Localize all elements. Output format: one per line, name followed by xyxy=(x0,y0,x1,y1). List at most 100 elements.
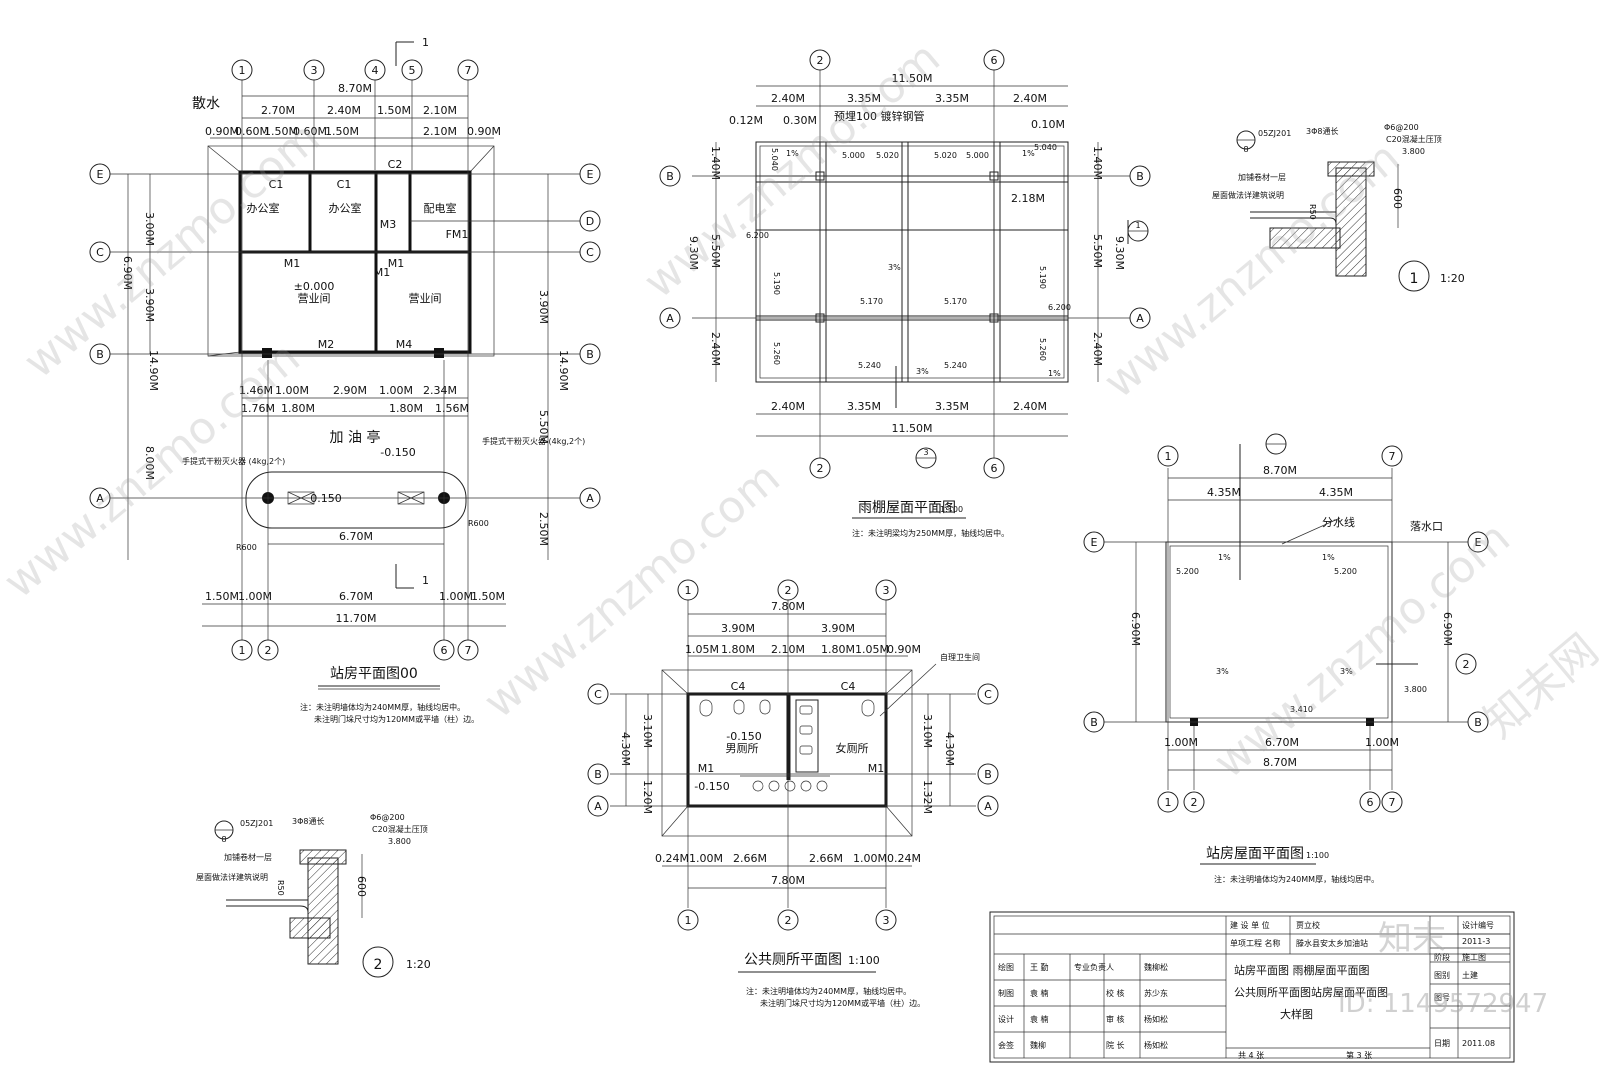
dim-label: 1.80M xyxy=(721,643,755,656)
tb-role: 专业负责人 xyxy=(1074,962,1114,972)
dim-label: 6.90M xyxy=(121,256,134,290)
dim-label: 6.70M xyxy=(339,530,373,543)
dim-label: 6.90M xyxy=(1441,612,1454,646)
dim-label: 9.30M xyxy=(1113,236,1126,270)
level-mark: 5.020 xyxy=(934,151,957,160)
radius-label: R50 xyxy=(1308,204,1317,220)
concrete-label: C20混凝土压顶 xyxy=(372,824,428,834)
grid-bubble: B xyxy=(96,348,104,361)
dim-label: 1.40M xyxy=(709,146,722,180)
drawing-note: 未注明门垛尺寸均为120MM或平墙（柱）边。 xyxy=(760,998,925,1008)
dim-label: 0.90M xyxy=(467,125,501,138)
drawing-title: 站房屋面平面图 xyxy=(1206,846,1304,862)
tb-label: 阶段 xyxy=(1434,952,1450,962)
tb-role: 校 核 xyxy=(1106,988,1125,998)
tb-role: 院 长 xyxy=(1106,1040,1125,1050)
grid-bubble: 3 xyxy=(883,914,890,927)
dim-label: 1.32M xyxy=(921,780,934,814)
grid-bubble: A xyxy=(666,312,674,325)
rebar-label: 3Φ8通长 xyxy=(292,816,324,826)
dim-label: 8.00M xyxy=(143,446,156,480)
grid-bubble: 2 xyxy=(1191,796,1198,809)
grid-bubble: A xyxy=(586,492,594,505)
tb-value: 2011.08 xyxy=(1462,1039,1495,1048)
dim-label: 3.90M xyxy=(721,622,755,635)
dim-label: 11.50M xyxy=(892,422,933,435)
dim-label: 3.35M xyxy=(847,400,881,413)
room-label: 营业间 xyxy=(409,291,442,305)
dim-label: 3.10M xyxy=(641,714,654,748)
level-mark: 3.410 xyxy=(1290,705,1313,714)
tb-sheet-num: 第 3 张 xyxy=(1346,1050,1372,1060)
tb-name: 杨如松 xyxy=(1144,1040,1168,1050)
dim-label: 600 xyxy=(355,876,368,897)
dim-label: 1.00M xyxy=(379,384,413,397)
drawing-title: 公共厕所平面图 xyxy=(744,952,842,968)
radius-label: R600 xyxy=(468,519,489,528)
callout-number: 3 xyxy=(923,448,928,457)
dim-label: 1.50M xyxy=(377,104,411,117)
level-mark: ±0.000 xyxy=(294,280,335,293)
dim-label: 2.50M xyxy=(537,512,550,546)
tb-role: 绘图 xyxy=(998,962,1014,972)
dim-label: 2.40M xyxy=(771,92,805,105)
grid-bubble: 4 xyxy=(372,64,379,77)
dim-label: 5.50M xyxy=(1091,234,1104,268)
door-tag: M1 xyxy=(868,762,885,775)
grid-bubble: E xyxy=(1475,536,1482,549)
level-mark: 3.800 xyxy=(1404,685,1427,694)
dim-label: 0.24M xyxy=(655,852,689,865)
watermark-brand: 知末网 xyxy=(1474,625,1600,749)
grid-bubble: E xyxy=(587,168,594,181)
grid-bubble: 6 xyxy=(991,462,998,475)
level-mark: 5.000 xyxy=(966,151,989,160)
drain-label: 落水口 xyxy=(1410,520,1443,533)
grid-bubble: 2 xyxy=(265,644,272,657)
level-mark: 5.040 xyxy=(770,148,779,171)
dim-label: 1.50M xyxy=(471,590,505,603)
dim-label: 1.05M xyxy=(685,643,719,656)
dim-label: 4.30M xyxy=(943,732,956,766)
drawing-scale: 1:100 xyxy=(940,505,963,514)
dim-label: 1.46M xyxy=(239,384,273,397)
radius-label: R50 xyxy=(276,880,285,896)
grid-bubble: B xyxy=(984,768,992,781)
dim-label: 0.60M xyxy=(293,125,327,138)
grid-bubble: E xyxy=(1091,536,1098,549)
radius-label: R600 xyxy=(236,543,257,552)
tb-role: 设计 xyxy=(998,1014,1014,1024)
drawing-note: 注：未注明梁均为250MM厚，轴线均居中。 xyxy=(852,528,1009,538)
level-mark: 3.800 xyxy=(388,837,411,846)
tb-name: 杨如松 xyxy=(1144,1014,1168,1024)
fuel-island xyxy=(245,471,467,529)
level-mark: 5.000 xyxy=(842,151,865,160)
room-label: 配电室 xyxy=(424,201,457,215)
grid-bubble: D xyxy=(586,215,594,228)
dim-label: 1.40M xyxy=(1091,146,1104,180)
dim-label: 3.10M xyxy=(921,714,934,748)
grid-bubble: B xyxy=(594,768,602,781)
level-mark: 5.190 xyxy=(772,272,781,295)
grid-bubble: 1 xyxy=(239,64,246,77)
dim-label: 7.80M xyxy=(771,874,805,887)
dim-label: 1.50M xyxy=(264,125,298,138)
dim-label: 0.10M xyxy=(1031,118,1065,131)
level-mark: 5.190 xyxy=(1038,266,1047,289)
tb-name: 袁 楠 xyxy=(1030,1014,1049,1024)
grid-bubble: 7 xyxy=(1389,796,1396,809)
extinguisher-label: 手提式干粉灭火器 (4kg,2个) xyxy=(482,436,585,446)
dim-label: 1.00M xyxy=(853,852,887,865)
dim-label: 14.90M xyxy=(557,350,570,391)
scatter-water-label: 散水 xyxy=(192,96,220,112)
rebar-label: 3Φ8通长 xyxy=(1306,126,1338,136)
detail-scale: 1:20 xyxy=(406,958,431,971)
drawing-note: 注：未注明墙体均为240MM厚，轴线均居中。 xyxy=(1214,874,1379,884)
dim-label: 3.35M xyxy=(935,400,969,413)
dim-label: 1.00M xyxy=(689,852,723,865)
section-mark: 1 xyxy=(422,574,429,587)
dim-label: 11.70M xyxy=(336,612,377,625)
grid-bubble: 1 xyxy=(685,584,692,597)
dim-label: 600 xyxy=(1391,188,1404,209)
level-mark: 5.170 xyxy=(860,297,883,306)
dim-label: 1.80M xyxy=(389,402,423,415)
